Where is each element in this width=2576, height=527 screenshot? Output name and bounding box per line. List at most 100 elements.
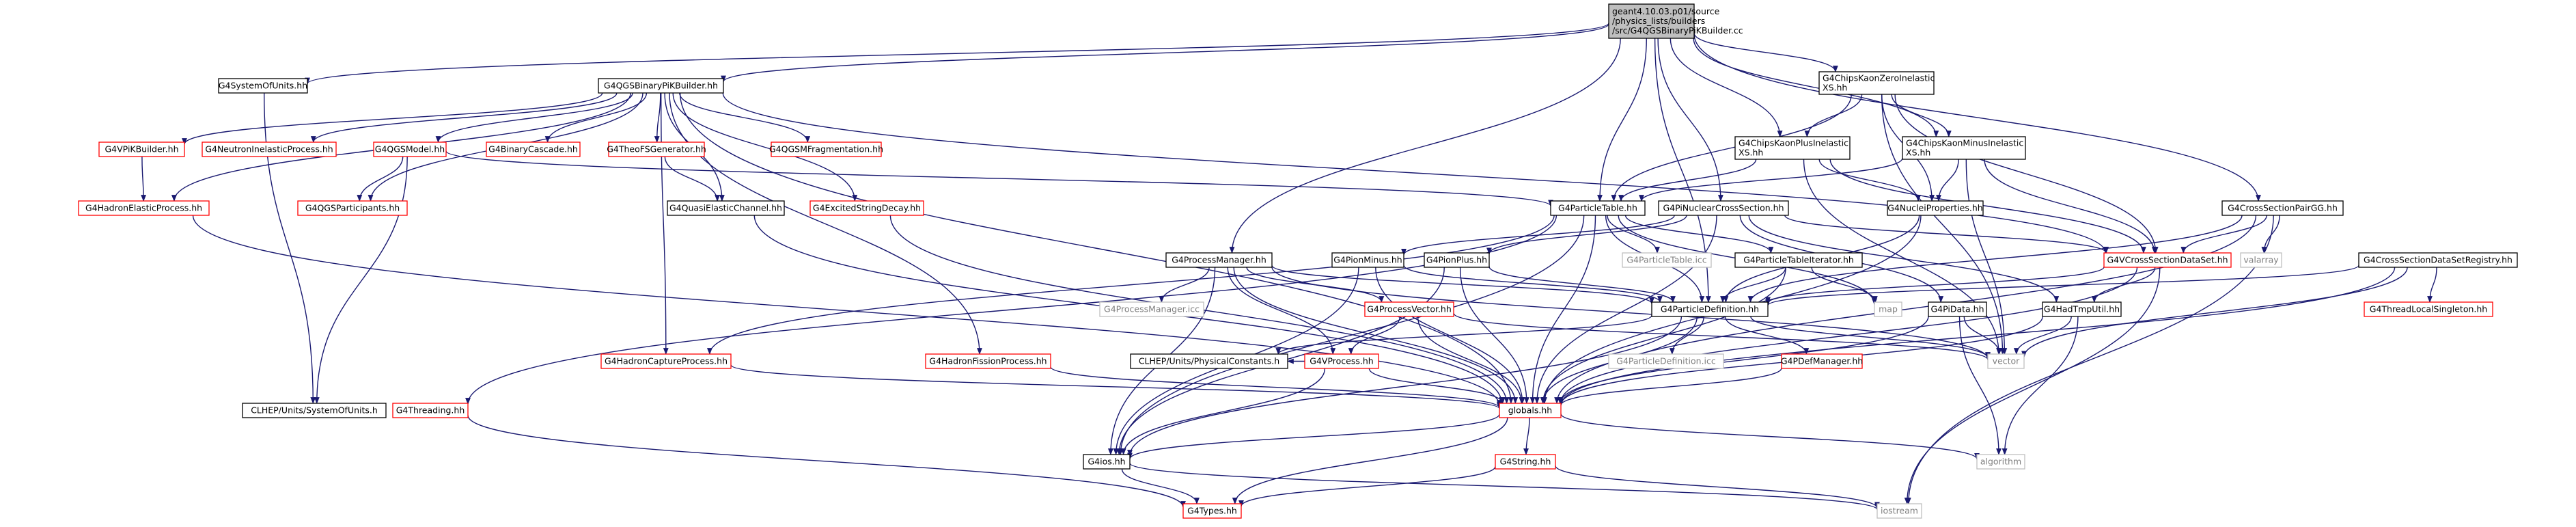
node-G4PiData[interactable]: G4PiData.hh — [1928, 301, 1987, 317]
edge-G4ParticleTableIterator-to-map — [1811, 267, 1878, 303]
node-globals[interactable]: globals.hh — [1499, 403, 1562, 418]
node-G4HadronFissionProcess[interactable]: G4HadronFissionProcess.hh — [925, 353, 1051, 369]
node-G4VCrossSectionDataSet[interactable]: G4VCrossSectionDataSet.hh — [2103, 252, 2232, 268]
node-G4QGSModel[interactable]: G4QGSModel.hh — [373, 141, 447, 157]
edge-G4ParticleTableIterator-to-globals — [1540, 267, 1786, 404]
node-G4String[interactable]: G4String.hh — [1495, 454, 1556, 470]
edge-root-to-G4ChipsKaonMinusInelasticXS — [1693, 38, 1939, 137]
include-edge — [1894, 94, 2159, 254]
node-G4BinaryCascade[interactable]: G4BinaryCascade.hh — [486, 141, 581, 157]
node-map: map — [1874, 301, 1902, 317]
node-box — [600, 353, 732, 369]
node-box — [486, 141, 581, 157]
node-G4PDefManager[interactable]: G4PDefManager.hh — [1781, 353, 1863, 369]
node-label: G4ParticleTableIterator.hh — [1743, 254, 1854, 265]
edges-layer — [141, 23, 2437, 511]
node-G4TheoFSGenerator[interactable]: G4TheoFSGenerator.hh — [607, 141, 706, 157]
include-edge — [730, 364, 1502, 409]
node-G4NucleiProperties[interactable]: G4NucleiProperties.hh — [1887, 200, 1984, 216]
node-box — [1550, 200, 1646, 216]
node-G4PionMinus[interactable]: G4PionMinus.hh — [1331, 252, 1404, 268]
node-label: /physics_lists/builders — [1612, 16, 1705, 26]
node-G4ThreadLocalSingleton[interactable]: G4ThreadLocalSingleton.hh — [2364, 301, 2493, 317]
edge-G4CrossSectionPairGG-to-valarray — [2261, 215, 2280, 254]
edge-G4QGSBinaryPiKBuilder-to-G4NeutronInelasticProcess — [310, 92, 618, 143]
node-vector: vector — [1987, 353, 2025, 369]
node-G4PionPlus[interactable]: G4PionPlus.hh — [1424, 252, 1490, 268]
edge-G4ParticleTableIterator-to-G4ParticleDefinition — [1720, 267, 1786, 303]
node-G4Threading[interactable]: G4Threading.hh — [392, 403, 469, 418]
edge-G4PDefManager-to-globals — [1558, 368, 1782, 406]
node-CLHEP_PhysicalConstants[interactable]: CLHEP/Units/PhysicalConstants.h — [1130, 353, 1288, 369]
edge-G4Threading-to-G4Types — [467, 415, 1186, 508]
node-G4QGSBinaryPiKBuilder[interactable]: G4QGSBinaryPiKBuilder.hh — [598, 78, 724, 94]
node-label: geant4.10.03.p01/source — [1612, 6, 1720, 16]
node-G4ExcitedStringDecay[interactable]: G4ExcitedStringDecay.hh — [809, 200, 924, 216]
node-G4QuasiElasticChannel[interactable]: G4QuasiElasticChannel.hh — [667, 200, 785, 216]
edge-G4ChipsKaonPlusInelasticXS-to-G4NucleiProperties — [1818, 159, 1921, 202]
node-G4QGSParticipants[interactable]: G4QGSParticipants.hh — [297, 200, 408, 216]
node-G4SystemOfUnits[interactable]: G4SystemOfUnits.hh — [218, 78, 308, 94]
node-box — [1987, 353, 2025, 369]
node-G4ProcessVector[interactable]: G4ProcessVector.hh — [1364, 301, 1454, 317]
node-G4CrossSectionDataSetRegistry[interactable]: G4CrossSectionDataSetRegistry.hh — [2358, 252, 2518, 268]
node-root[interactable]: geant4.10.03.p01/source/physics_lists/bu… — [1608, 3, 1743, 39]
node-G4HadronCaptureProcess[interactable]: G4HadronCaptureProcess.hh — [600, 353, 732, 369]
node-G4QGSMFragmentation[interactable]: G4QGSMFragmentation.hh — [769, 141, 883, 157]
node-G4HadTmpUtil[interactable]: G4HadTmpUtil.hh — [2042, 301, 2122, 317]
node-G4PiNuclearCrossSection[interactable]: G4PiNuclearCrossSection.hh — [1658, 200, 1789, 216]
node-G4ProcessManager[interactable]: G4ProcessManager.hh — [1165, 252, 1273, 268]
node-label: G4QGSModel.hh — [375, 144, 445, 154]
node-label: G4NucleiProperties.hh — [1887, 202, 1982, 213]
edge-G4ChipsKaonZeroInelasticXS-to-G4VCrossSectionDataSet — [1894, 94, 2159, 254]
include-edge — [2002, 316, 2079, 455]
node-box — [1781, 353, 1863, 369]
node-G4VPiKBuilder[interactable]: G4VPiKBuilder.hh — [98, 141, 185, 157]
include-edge — [1417, 316, 1525, 404]
node-valarray: valarray — [2240, 252, 2282, 268]
node-G4CrossSectionPairGG[interactable]: G4CrossSectionPairGG.hh — [2221, 200, 2344, 216]
node-G4VProcess[interactable]: G4VProcess.hh — [1304, 353, 1379, 369]
edge-G4PionPlus-to-globals — [1459, 267, 1529, 404]
node-box — [1902, 136, 2026, 160]
node-CLHEP_SystemOfUnits[interactable]: CLHEP/Units/SystemOfUnits.h — [242, 403, 387, 418]
edge-G4ChipsKaonMinusInelasticXS-to-G4VCrossSectionDataSet — [1984, 159, 2157, 254]
include-edge — [679, 92, 1514, 404]
include-edge — [1618, 159, 1757, 202]
include-edge — [1891, 94, 1952, 137]
node-box — [242, 403, 387, 418]
include-edge — [314, 156, 408, 404]
node-box — [667, 200, 785, 216]
node-G4ParticleTable[interactable]: G4ParticleTable.hh — [1550, 200, 1646, 216]
node-label: G4ProcessManager.hh — [1172, 254, 1266, 265]
edge-G4ProcessManager-to-G4VProcess — [1227, 267, 1336, 355]
edge-globals-to-G4String — [1523, 417, 1530, 455]
node-label: G4Threading.hh — [396, 405, 465, 415]
node-label: G4PionPlus.hh — [1426, 254, 1487, 265]
node-G4ParticleDefinition_icc: G4ParticleDefinition.icc — [1608, 353, 1724, 369]
include-edge — [1271, 267, 1991, 360]
node-G4NeutronInelasticProcess[interactable]: G4NeutronInelasticProcess.hh — [202, 141, 337, 157]
include-edge — [141, 156, 147, 202]
edge-root-to-G4SystemOfUnits — [305, 23, 1609, 85]
node-G4HadronElasticProcess[interactable]: G4HadronElasticProcess.hh — [78, 200, 210, 216]
node-G4ParticleTableIterator[interactable]: G4ParticleTableIterator.hh — [1734, 252, 1863, 268]
node-label: G4HadronElasticProcess.hh — [85, 202, 202, 213]
edge-G4ProcessManager-to-G4ProcessManager_icc — [1159, 267, 1210, 303]
node-G4Types[interactable]: G4Types.hh — [1182, 503, 1242, 519]
edge-root-to-G4PiNuclearCrossSection — [1657, 38, 1723, 202]
edge-G4QGSBinaryPiKBuilder-to-G4VCrossSectionDataSet — [722, 92, 2108, 254]
edge-G4PiData-to-algorithm — [1958, 316, 2002, 455]
node-box — [2364, 301, 2493, 317]
node-G4ParticleDefinition[interactable]: G4ParticleDefinition.hh — [1651, 301, 1769, 317]
edge-G4QGSModel-to-G4QGSParticipants — [357, 156, 404, 202]
edge-G4ChipsKaonPlusInelasticXS-to-G4VCrossSectionDataSet — [1829, 159, 2146, 254]
node-label: G4ParticleTable.hh — [1558, 202, 1637, 213]
edge-G4ProcessManager-to-vector — [1271, 267, 1991, 360]
node-box — [392, 403, 469, 418]
nodes-layer: geant4.10.03.p01/source/physics_lists/bu… — [78, 3, 2518, 519]
node-G4ios[interactable]: G4ios.hh — [1083, 454, 1131, 470]
